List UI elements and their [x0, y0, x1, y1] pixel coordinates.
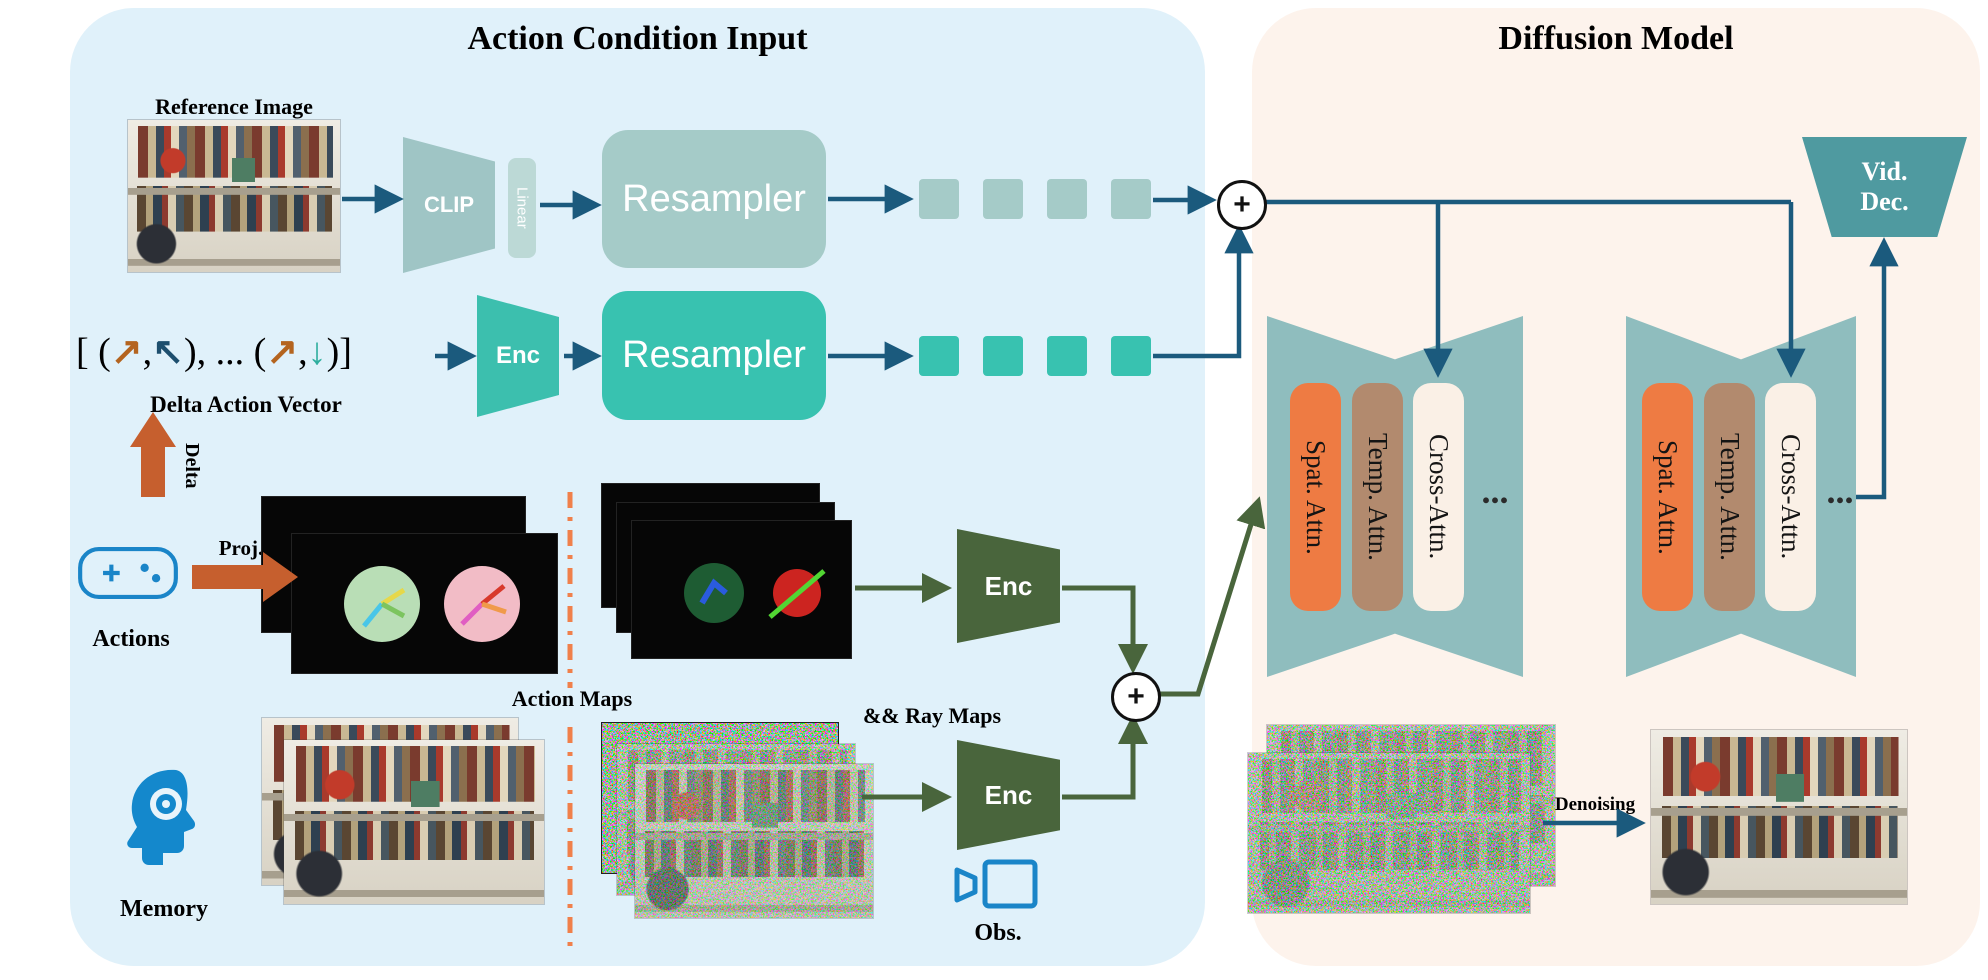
ellipsis-layers: ...: [1826, 471, 1854, 511]
memory-label: Memory: [120, 896, 208, 922]
resampler-action-label: Resampler: [622, 334, 806, 376]
reference-image-thumbnail: [127, 119, 341, 273]
actions-label: Actions: [92, 626, 170, 652]
delta-action-vector-label: Delta Action Vector: [150, 392, 342, 417]
delta-arrow-glyph: ↓: [307, 331, 327, 373]
token-square: [1111, 336, 1151, 376]
cross-attention-layer: Cross-Attn.: [1765, 383, 1816, 611]
delta-arrow-glyph: ↖: [152, 331, 184, 373]
temp-attn-label: Temp. Attn.: [1363, 433, 1393, 561]
noise-texture: [635, 764, 873, 918]
delta-arrow-glyph: ↗: [110, 331, 143, 373]
token-square: [1047, 336, 1087, 376]
right-panel-title: Diffusion Model: [1498, 20, 1734, 57]
enc-label: Enc: [984, 779, 1033, 810]
vid-dec-label-line2: Dec.: [1860, 187, 1909, 216]
ray-maps-label: && Ray Maps: [862, 703, 1002, 728]
noisy-latent-frame: [1247, 752, 1531, 914]
temporal-attention-layer: Temp. Attn.: [1352, 383, 1403, 611]
plus-symbol: +: [1233, 188, 1251, 221]
temporal-attention-layer: Temp. Attn.: [1704, 383, 1755, 611]
cross-attention-layer: Cross-Attn.: [1413, 383, 1464, 611]
spatial-attention-layer: Spat. Attn.: [1290, 383, 1341, 611]
ray-map-glyphs: [684, 563, 826, 623]
spat-attn-label: Spat. Attn.: [1653, 439, 1683, 555]
video-decoder: Vid. Dec.: [1802, 137, 1967, 237]
plus-symbol: +: [1127, 680, 1145, 713]
vector-close: )]: [326, 331, 352, 373]
gamepad-icon: [78, 547, 178, 599]
reference-image-label: Reference Image: [155, 94, 313, 119]
token-square: [983, 179, 1023, 219]
delta-arrow-glyph: ↗: [266, 331, 299, 373]
vector-middle: ), ... (: [184, 331, 267, 373]
noise-texture: [1248, 753, 1530, 913]
action-map-glyphs: [344, 566, 520, 642]
action-vector-encoder: Enc: [477, 295, 559, 417]
sum-node-icon: +: [1217, 180, 1267, 230]
cross-attn-label: Cross-Attn.: [1776, 434, 1806, 560]
observation-encoder: Enc: [957, 740, 1060, 850]
token-square: [919, 336, 959, 376]
sum-node-icon: +: [1111, 672, 1161, 722]
ellipsis-layers: ...: [1481, 471, 1509, 511]
token-square: [1047, 179, 1087, 219]
denoising-label: Denoising: [1554, 794, 1636, 815]
token-square: [919, 179, 959, 219]
left-panel-title: Action Condition Input: [467, 20, 808, 57]
action-map-frame: [291, 533, 558, 674]
clip-encoder: CLIP: [403, 137, 495, 273]
delta-action-vector-expression: [ (↗,↖), ... (↗,↓)]: [76, 326, 352, 378]
token-square: [1111, 179, 1151, 219]
vector-open: [ (: [76, 331, 111, 373]
spatial-attention-layer: Spat. Attn.: [1642, 383, 1693, 611]
resampler-image: Resampler: [602, 130, 826, 268]
clip-label: CLIP: [423, 192, 475, 217]
memory-icon: [127, 769, 196, 865]
camera-icon: [954, 859, 1038, 909]
resampler-action: Resampler: [602, 291, 826, 420]
memory-observation-frame: [283, 739, 545, 905]
token-square: [983, 336, 1023, 376]
obs-label: Obs.: [974, 920, 1022, 946]
ray-map-frame: [631, 520, 852, 659]
vector-comma: ,: [298, 331, 308, 373]
resampler-image-label: Resampler: [622, 177, 806, 220]
delta-arrow-label: Delta: [181, 443, 203, 489]
enc-label: Enc: [495, 342, 540, 369]
linear-projection: Linear: [508, 158, 536, 258]
action-maps-label: Action Maps: [511, 686, 633, 711]
spat-attn-label: Spat. Attn.: [1301, 439, 1331, 555]
linear-label: Linear: [513, 187, 531, 229]
denoised-output-frame: [1650, 729, 1908, 905]
cross-attn-label: Cross-Attn.: [1424, 434, 1454, 560]
vector-comma: ,: [142, 331, 153, 373]
action-maps-encoder: Enc: [957, 529, 1060, 643]
noisy-observation-frame: [634, 763, 874, 919]
vid-dec-label-line1: Vid.: [1861, 157, 1908, 186]
enc-label: Enc: [984, 570, 1033, 601]
temp-attn-label: Temp. Attn.: [1715, 433, 1745, 561]
